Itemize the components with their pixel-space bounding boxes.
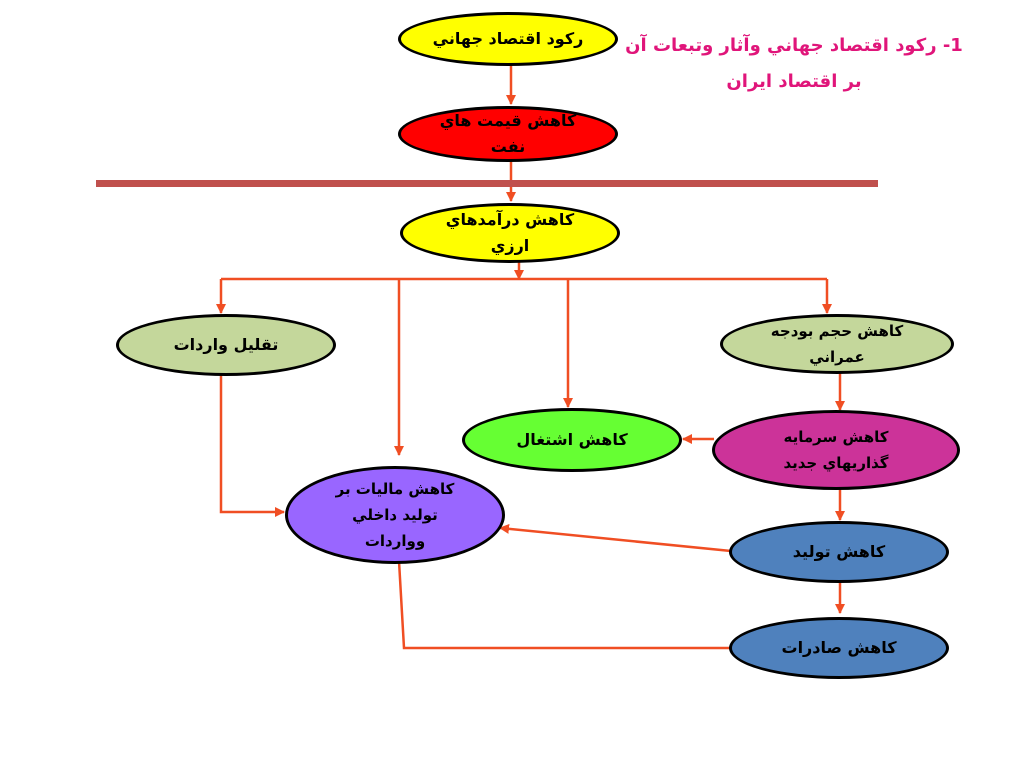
node-production-drop: كاهش توليد <box>729 521 949 583</box>
node-dev-budget-drop: كاهش حجم بودجه عمراني <box>720 314 954 374</box>
node-global-recession: ركود اقتصاد جهاني <box>398 12 618 66</box>
node-employment-drop-label: كاهش اشتغال <box>516 430 628 449</box>
diagram-title: 1- ركود اقتصاد جهاني وآثار وتبعات آن بر … <box>600 28 988 100</box>
node-tax-drop: كاهش ماليات بر توليد داخلي وواردات <box>285 466 505 564</box>
connector-tax-to-exports <box>397 560 731 650</box>
node-import-reduction-label: تقليل واردات <box>173 335 279 354</box>
node-dev-budget-drop-label: كاهش حجم بودجه عمراني <box>770 322 904 366</box>
node-new-investment-drop-label: كاهش سرمايه گذاريهاي جديد <box>783 428 889 472</box>
node-import-reduction: تقليل واردات <box>116 314 336 376</box>
node-oil-price-drop: كاهش قيمت هاي نفت <box>398 106 618 162</box>
title-line-1: 1- ركود اقتصاد جهاني وآثار وتبعات آن <box>625 35 963 56</box>
node-exports-drop-label: كاهش صادرات <box>781 638 897 657</box>
node-production-drop-label: كاهش توليد <box>792 542 886 561</box>
node-new-investment-drop: كاهش سرمايه گذاريهاي جديد <box>712 410 960 490</box>
node-oil-price-drop-label: كاهش قيمت هاي نفت <box>439 111 577 156</box>
node-global-recession-label: ركود اقتصاد جهاني <box>432 29 584 48</box>
node-fx-income-drop-label: كاهش درآمدهاي ارزي <box>445 210 575 255</box>
node-tax-drop-label: كاهش ماليات بر توليد داخلي وواردات <box>335 480 455 550</box>
title-line-2: بر اقتصاد ايران <box>726 71 862 92</box>
arrow-imports-to-tax <box>219 374 285 517</box>
node-fx-income-drop: كاهش درآمدهاي ارزي <box>400 203 620 263</box>
node-exports-drop: كاهش صادرات <box>729 617 949 679</box>
arrow-production-to-tax <box>499 523 732 553</box>
divider-bar <box>96 180 878 187</box>
node-employment-drop: كاهش اشتغال <box>462 408 682 472</box>
